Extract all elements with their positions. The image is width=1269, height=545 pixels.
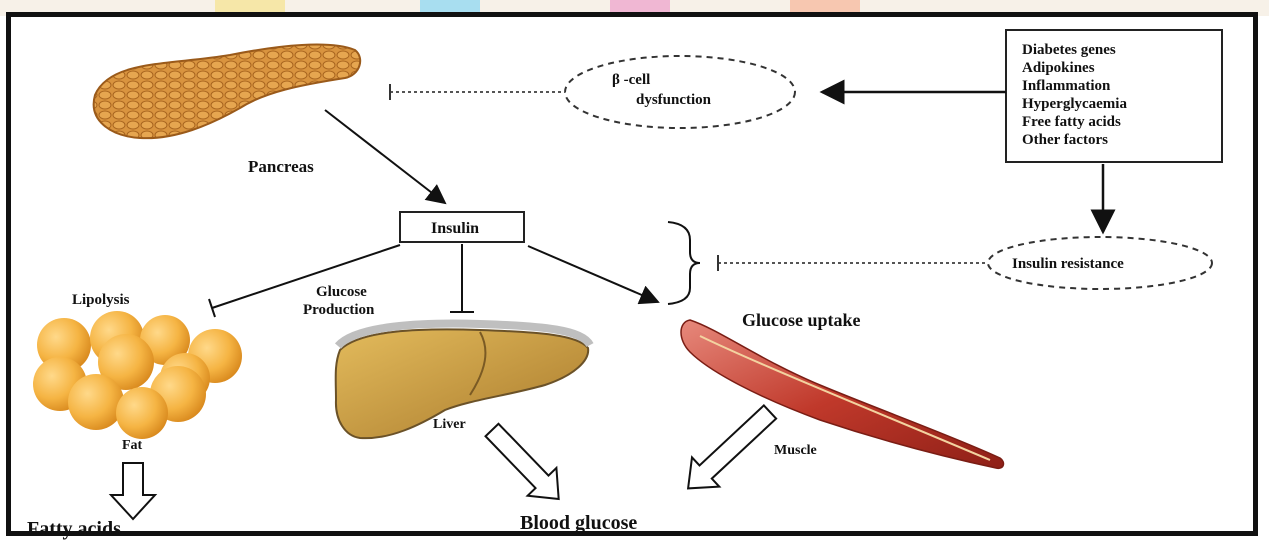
factor-item: Hyperglycaemia xyxy=(1022,96,1127,112)
factor-item: Adipokines xyxy=(1022,60,1095,76)
insulin-to-uptake-arrow xyxy=(528,246,658,302)
pancreas-to-insulin-arrow xyxy=(325,110,445,203)
insulin-resistance-label: Insulin resistance xyxy=(1012,256,1124,272)
beta-cell-label-1: β -cell xyxy=(612,72,650,88)
fat-to-fatty-acids-arrow xyxy=(111,463,155,519)
blood-glucose-label: Blood glucose xyxy=(520,512,637,534)
insulin-label: Insulin xyxy=(431,220,479,237)
factors-box: Diabetes genes Adipokines Inflammation H… xyxy=(1006,30,1222,162)
factor-item: Free fatty acids xyxy=(1022,114,1121,130)
curly-brace xyxy=(668,222,700,304)
insulin-resistance-node: Insulin resistance xyxy=(988,237,1212,289)
muscle-to-blood-arrow xyxy=(674,397,783,503)
beta-cell-label-2: dysfunction xyxy=(636,92,712,108)
factor-item: Diabetes genes xyxy=(1022,42,1116,58)
factor-item: Other factors xyxy=(1022,132,1108,148)
fat-cells-image xyxy=(33,311,242,439)
liver-to-blood-arrow xyxy=(478,416,573,513)
factor-item: Inflammation xyxy=(1022,78,1111,94)
beta-cell-dysfunction-node: β -cell dysfunction xyxy=(565,56,795,128)
fat-label: Fat xyxy=(122,438,143,453)
muscle-label: Muscle xyxy=(774,443,817,458)
pancreas-label: Pancreas xyxy=(248,157,314,176)
lipolysis-label: Lipolysis xyxy=(72,292,130,308)
insulin-node: Insulin xyxy=(400,212,524,242)
fatty-acids-label: Fatty acids xyxy=(27,518,121,540)
glucose-uptake-label: Glucose uptake xyxy=(742,310,861,330)
glucose-production-label-2: Production xyxy=(303,302,375,318)
glucose-production-label-1: Glucose xyxy=(316,284,367,300)
pancreas-image xyxy=(94,45,361,139)
liver-label: Liver xyxy=(433,417,466,432)
insulin-to-lipolysis-line xyxy=(212,245,400,308)
